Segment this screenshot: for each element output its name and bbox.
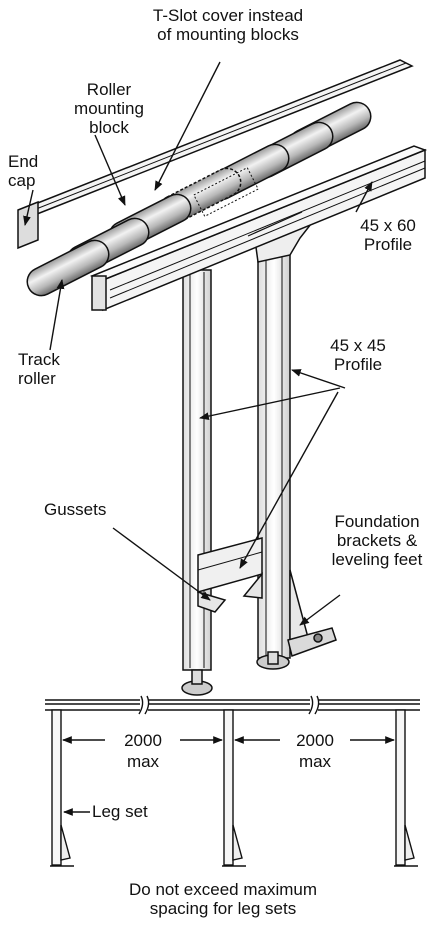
track-roller-label: Track roller (18, 350, 60, 388)
conveyor-frame (17, 59, 428, 312)
foundation-brackets-label: Foundation brackets & leveling feet (331, 512, 423, 569)
dimension-2-unit: max (298, 752, 332, 771)
rollers (26, 101, 372, 297)
dimension-1-value: 2000 (124, 731, 162, 750)
cross-member (197, 537, 263, 613)
roller-mounting-block-label: Roller mounting block (74, 80, 144, 137)
spacing-diagram (45, 695, 420, 867)
rear-leg (181, 269, 213, 696)
foundation-bracket (287, 569, 337, 657)
tslot-cover-label: T-Slot cover instead of mounting blocks (152, 6, 304, 44)
front-leg (256, 247, 291, 670)
profile-45x60-label: 45 x 60 Profile (360, 216, 416, 254)
profile-45x45-label: 45 x 45 Profile (330, 336, 386, 374)
leg-set-label: Leg set (92, 802, 148, 821)
dimension-1-unit: max (126, 752, 160, 771)
dimension-2-value: 2000 (296, 731, 334, 750)
end-cap-label: End cap (8, 152, 39, 190)
leader-lines (23, 61, 373, 626)
spacing-caption: Do not exceed maximum spacing for leg se… (128, 880, 318, 918)
gussets-label: Gussets (44, 500, 107, 519)
